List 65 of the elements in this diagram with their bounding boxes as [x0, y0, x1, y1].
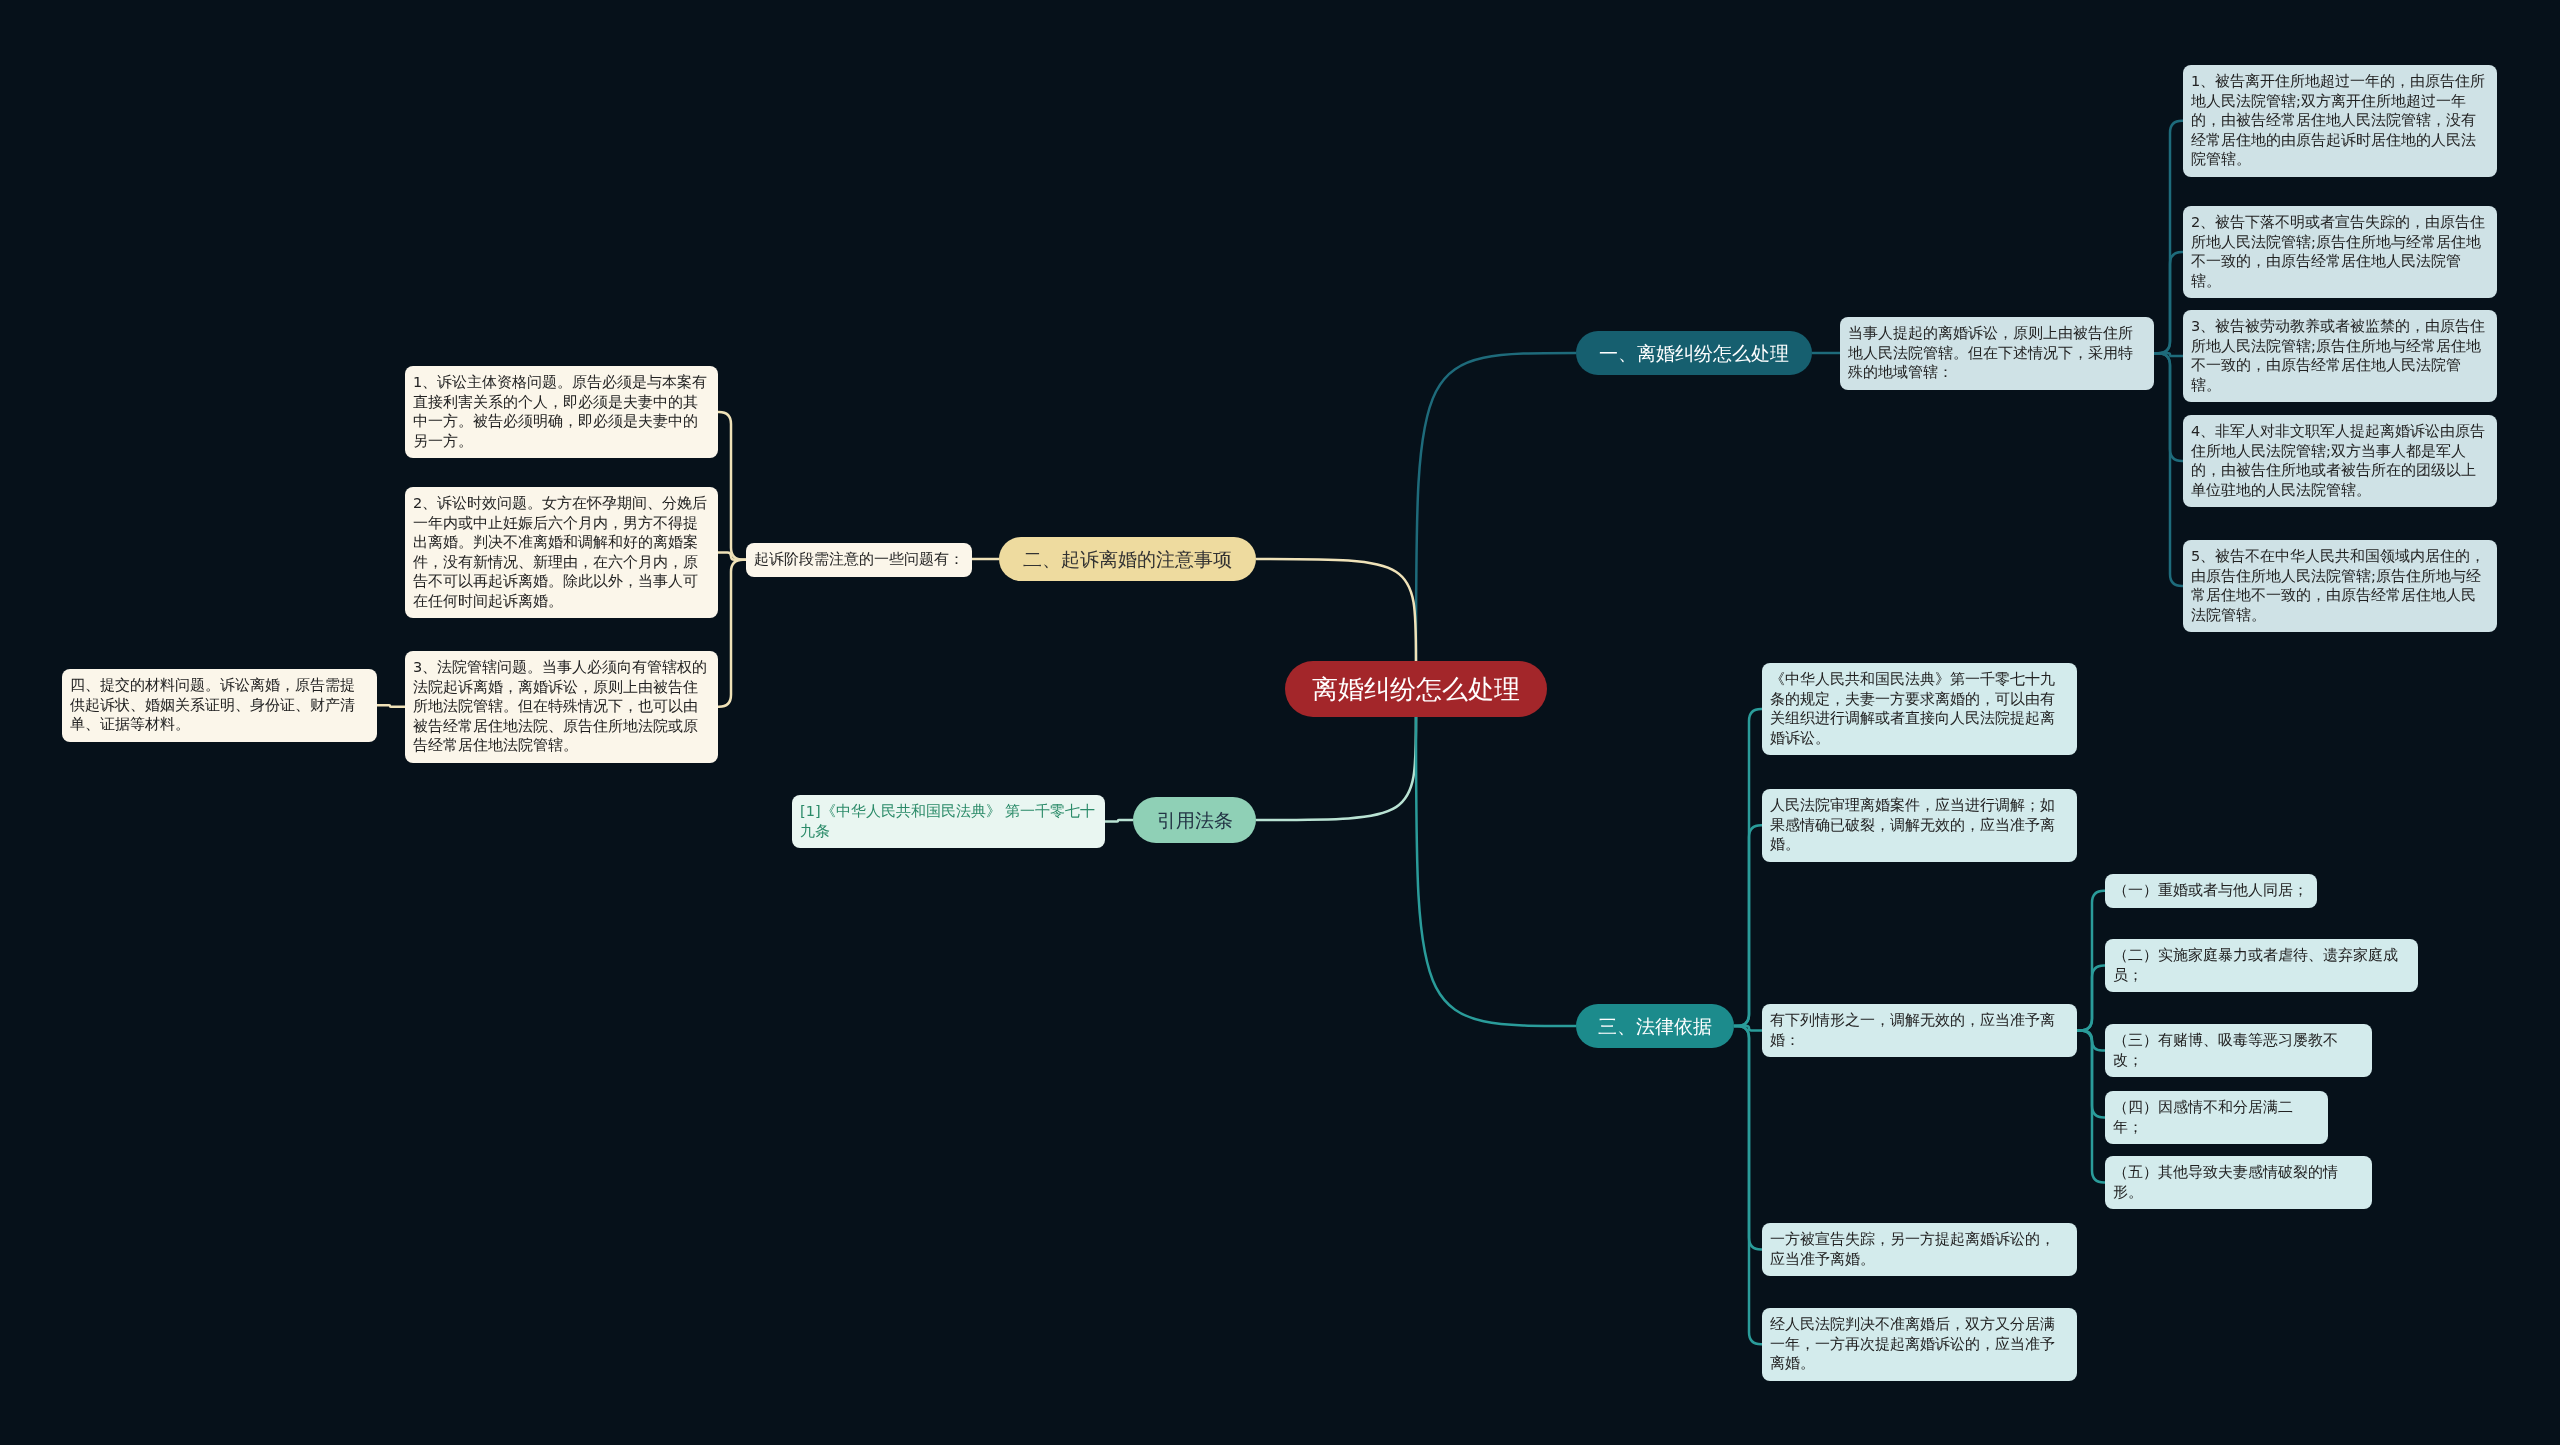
node-text: 有下列情形之一，调解无效的，应当准予离婚：	[1770, 1011, 2056, 1050]
reference-box	[792, 795, 1105, 848]
branch-topic-node	[1576, 331, 1812, 375]
node-text: [1]《中华人民共和国民法典》 第一千零七十九条	[800, 802, 1097, 841]
node-text: 离婚纠纷怎么处理	[1311, 673, 1521, 706]
node-text: （四）因感情不和分居满二年；	[2113, 1098, 2294, 1137]
subtopic-box	[2183, 415, 2497, 507]
subtopic-box	[2105, 1024, 2372, 1077]
node-text: 四、提交的材料问题。诉讼离婚，原告需提供起诉状、婚姻关系证明、身份证、财产清单、证据等材料。	[70, 676, 356, 734]
subtopic-box	[2183, 310, 2497, 402]
connector-line	[717, 558, 746, 708]
node-text: 当事人提起的离婚诉讼，原则上由被告住所地人民法院管辖。但在下述情况下，采用特殊的地域管辖：	[1848, 324, 2134, 382]
subtopic-box	[2105, 874, 2317, 908]
subtopic-box	[2183, 65, 2497, 177]
subtopic-box	[1762, 663, 2077, 755]
subtopic-box	[405, 651, 718, 763]
node-text: 3、被告被劳动教养或者被监禁的，由原告住所地人民法院管辖;原告住所地与经常居住地不一致的，由原告经常居住地人民法院管辖。	[2191, 317, 2487, 395]
subtopic-box	[1762, 1004, 2077, 1057]
subtopic-box	[746, 543, 972, 577]
subtopic-box	[2105, 1156, 2372, 1209]
connector-line	[2077, 1029, 2106, 1184]
connector-line	[1105, 818, 1133, 823]
subtopic-box	[62, 669, 377, 742]
node-text: 起诉阶段需注意的一些问题有：	[754, 550, 964, 569]
subtopic-box	[1762, 1308, 2077, 1381]
node-text: 三、法律依据	[1597, 1014, 1713, 1038]
branch-topic-node	[1576, 1004, 1734, 1048]
connector-line	[717, 410, 746, 561]
node-text: 1、诉讼主体资格问题。原告必须是与本案有直接利害关系的个人，即必须是夫妻中的其中一方。被告必须明确，即必须是夫妻中的另一方。	[413, 373, 709, 451]
branch-topic-node	[999, 537, 1256, 581]
node-text: （二）实施家庭暴力或者虐待、遗弃家庭成员；	[2113, 946, 2399, 985]
node-text: 2、被告下落不明或者宣告失踪的，由原告住所地人民法院管辖;原告住所地与经常居住地不一致的，由原告经常居住地人民法院管辖。	[2191, 213, 2487, 291]
connector-line	[2154, 352, 2184, 588]
node-text: 经人民法院判决不准离婚后，双方又分居满一年，一方再次提起离婚诉讼的，应当准予离婚。	[1770, 1315, 2056, 1373]
subtopic-box	[1840, 317, 2154, 390]
connector-line	[1812, 351, 1840, 355]
node-text: 一、离婚纠纷怎么处理	[1598, 341, 1790, 365]
connector-line	[1734, 1024, 1763, 1346]
subtopic-box	[2105, 939, 2418, 992]
node-text: （一）重婚或者与他人同居；	[2113, 881, 2309, 900]
node-text: 二、起诉离婚的注意事项	[1022, 547, 1233, 571]
connector-line	[1256, 557, 1418, 661]
central-topic-node	[1285, 661, 1547, 717]
subtopic-box	[1762, 1223, 2077, 1276]
node-text: （三）有赌博、吸毒等恶习屡教不改；	[2113, 1031, 2339, 1070]
node-text: 《中华人民共和国民法典》第一千零七十九条的规定，夫妻一方要求离婚的，可以由有关组织进行调解或者直接向人民法院提起离婚诉讼。	[1770, 670, 2056, 748]
subtopic-box	[405, 487, 718, 618]
node-text: 引用法条	[1155, 808, 1234, 832]
node-text: 1、被告离开住所地超过一年的，由原告住所地人民法院管辖;双方离开住所地超过一年的，由被告经常居住地人民法院管辖，没有经常居住地的由原告起诉时居住地的人民法院管辖。	[2191, 72, 2487, 169]
connector-line	[377, 704, 405, 708]
subtopic-box	[2105, 1091, 2328, 1144]
node-text: 2、诉讼时效问题。女方在怀孕期间、分娩后一年内或中止妊娠后六个月内，男方不得提出离婚。判决不准离婚和调解和好的离婚案件，没有新情况、新理由，在六个月内，原告不可以再起诉离婚。除此以外，当事人可在任何时间起诉离婚。	[413, 494, 709, 611]
subtopic-box	[2183, 540, 2497, 632]
subtopic-box	[1762, 789, 2077, 862]
branch-topic-node	[1133, 797, 1256, 843]
node-text: 5、被告不在中华人民共和国领域内居住的，由原告住所地人民法院管辖;原告住所地与经常居住地不一致的，由原告经常居住地人民法院管辖。	[2191, 547, 2487, 625]
connector-line	[972, 557, 999, 561]
node-text: （五）其他导致夫妻感情破裂的情形。	[2113, 1163, 2339, 1202]
subtopic-box	[405, 366, 718, 458]
subtopic-box	[2183, 206, 2497, 298]
node-text: 一方被宣告失踪，另一方提起离婚诉讼的，应当准予离婚。	[1770, 1230, 2056, 1269]
node-text: 3、法院管辖问题。当事人必须向有管辖权的法院起诉离婚，离婚诉讼，原则上由被告住所地法院管辖。但在特殊情况下，也可以由被告经常居住地法院、原告住所地法院或原告经常居住地法院管辖。	[413, 658, 709, 755]
node-text: 人民法院审理离婚案件，应当进行调解；如果感情确已破裂，调解无效的，应当准予离婚。	[1770, 796, 2056, 854]
node-text: 4、非军人对非文职军人提起离婚诉讼由原告住所地人民法院管辖;双方当事人都是军人的，由被告住所地或者被告所在的团级以上单位驻地的人民法院管辖。	[2191, 422, 2487, 500]
connector-line	[1414, 717, 1576, 1028]
